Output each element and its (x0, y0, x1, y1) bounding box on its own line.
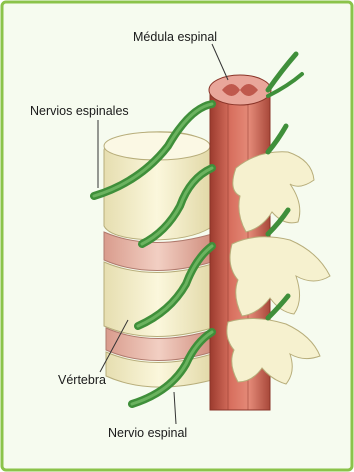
label-spinal-cord: Médula espinal (133, 30, 217, 44)
label-vertebra: Vértebra (58, 373, 106, 387)
label-spinal-nerves: Nervios espinales (30, 104, 129, 118)
vertebra-body-middle (104, 262, 212, 337)
label-spinal-nerve: Nervio espinal (108, 426, 187, 440)
